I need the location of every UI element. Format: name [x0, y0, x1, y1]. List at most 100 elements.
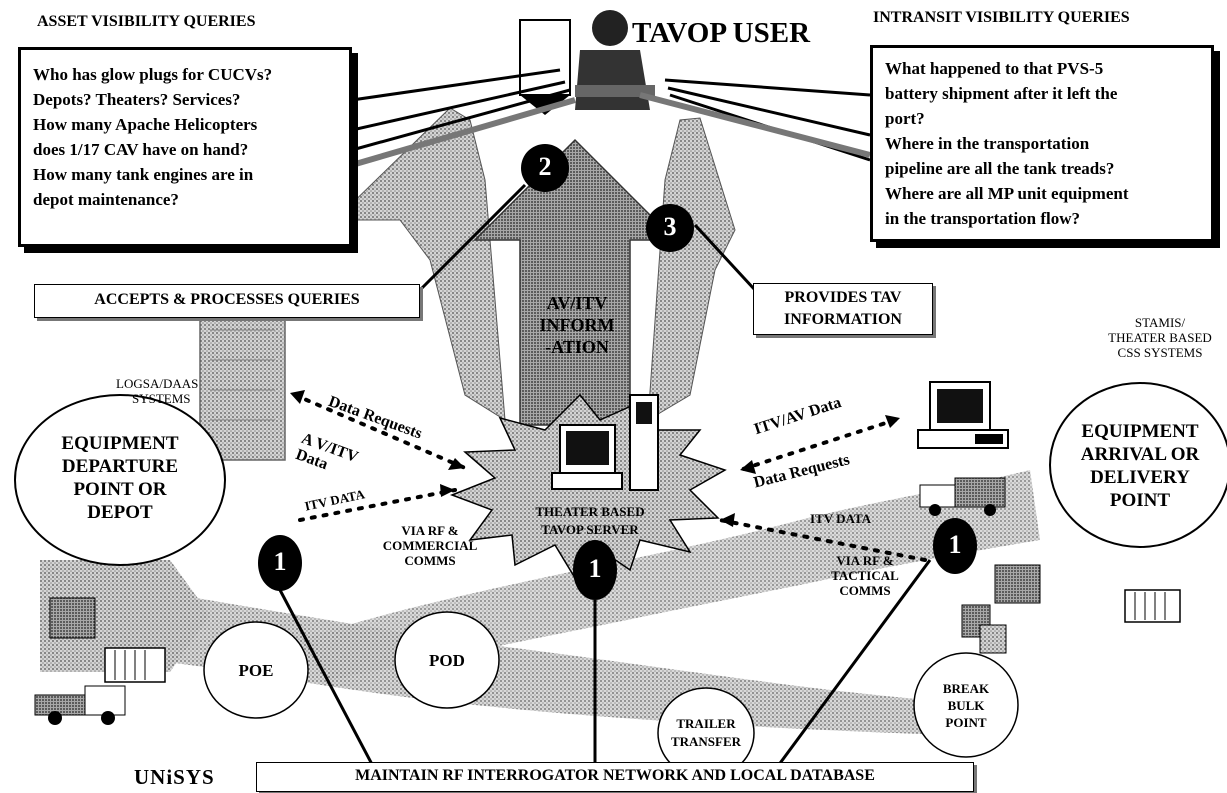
break-bulk-label: BREAK BULK POINT — [921, 680, 1011, 731]
node-pod — [394, 611, 500, 709]
leader-1c — [773, 559, 932, 771]
poe-label: POE — [238, 661, 274, 680]
user-fan-left — [351, 68, 571, 152]
leader-3 — [693, 223, 757, 292]
truck-departure — [34, 685, 126, 725]
intransit-query-line: in the transportation flow? — [885, 209, 1081, 228]
stamis-label: STAMIS/ THEATER BASED CSS SYSTEMS — [1100, 315, 1220, 360]
intransit-query-line: battery shipment after it left the — [885, 84, 1118, 103]
leader-2 — [418, 183, 527, 292]
arrow-text-line: AV/ITV — [546, 293, 608, 313]
marker-1-label: 1 — [273, 547, 287, 576]
provides-info-callout: PROVIDES TAV INFORMATION — [753, 283, 933, 335]
intransit-visibility-title: INTRANSIT VISIBILITY QUERIES — [873, 9, 1130, 26]
truck-arrival — [919, 477, 1006, 516]
trailer-line: TRAILER — [676, 716, 736, 731]
marker-2 — [521, 144, 569, 192]
via-rf-left-label: VIA RF & COMMERCIAL COMMS — [375, 523, 485, 568]
leader-1a — [278, 589, 377, 771]
asset-query-line: does 1/17 CAV have on hand? — [33, 140, 249, 159]
trailer-line: TRANSFER — [670, 734, 742, 749]
server-label: THEATER BASED TAVOP SERVER — [490, 503, 690, 539]
server-label-line: TAVOP SERVER — [541, 522, 639, 537]
departure-line: POINT OR — [73, 479, 167, 500]
intransit-query-line: Where are all MP unit equipment — [885, 184, 1129, 203]
via-rf-right-label: VIA RF & TACTICAL COMMS — [815, 553, 915, 598]
departure-label: EQUIPMENT DEPARTURE POINT OR DEPOT — [30, 432, 210, 524]
marker-1-left — [258, 535, 302, 591]
arrival-label: EQUIPMENT ARRIVAL OR DELIVERY POINT — [1055, 420, 1225, 512]
stamis-label-line: CSS SYSTEMS — [1117, 345, 1203, 360]
asset-query-line: Who has glow plugs for CUCVs? — [33, 65, 273, 84]
server-label-line: THEATER BASED — [535, 504, 645, 519]
av-itv-arrow-label: AV/ITV INFORM -ATION — [521, 292, 633, 358]
via-rf-line: VIA RF & — [401, 523, 459, 538]
marker-3-label: 3 — [663, 212, 677, 241]
tavop-user-title: TAVOP USER — [632, 17, 811, 49]
node-departure — [14, 394, 226, 566]
asset-query-line: Depots? Theaters? Services? — [33, 90, 241, 109]
node-poe — [203, 621, 309, 719]
intransit-query-line: Where in the transportation — [885, 134, 1090, 153]
query-arrow-right — [647, 117, 736, 421]
intransit-queries-box: What happened to that PVS-5 battery ship… — [870, 45, 1214, 242]
logsa-cabinet — [199, 299, 286, 461]
departure-line: DEPOT — [87, 502, 153, 523]
break-bulk-line: POINT — [945, 715, 987, 730]
logsa-label-line: SYSTEMS — [132, 391, 191, 406]
flow-itv-right — [718, 518, 927, 562]
via-rf-line: COMMS — [404, 553, 456, 568]
pallet-departure — [49, 597, 96, 639]
flow-itv-left — [298, 488, 457, 522]
arrow-text-line: INFORM — [539, 315, 615, 335]
intransit-query-line: What happened to that PVS-5 — [885, 59, 1104, 78]
intransit-query-line: pipeline are all the tank treads? — [885, 159, 1115, 178]
unisys-logo: UNiSYS — [134, 765, 215, 789]
logsa-label-line: LOGSA/DAAS — [116, 376, 199, 391]
asset-query-line: depot maintenance? — [33, 190, 179, 209]
arrow-text-line: -ATION — [545, 337, 609, 357]
via-rf-line: TACTICAL — [831, 568, 899, 583]
break-bulk-line: BULK — [947, 698, 985, 713]
marker-1-right — [933, 518, 977, 574]
query-arrow-left — [333, 107, 506, 421]
accepts-queries-callout: ACCEPTS & PROCESSES QUERIES — [34, 284, 420, 318]
node-arrival — [1049, 382, 1227, 548]
maintain-network-callout: MAINTAIN RF INTERROGATOR NETWORK AND LOC… — [256, 762, 974, 792]
marker-2-label: 2 — [538, 152, 552, 181]
user-figure — [592, 10, 628, 46]
asset-query-line: How many Apache Helicopters — [33, 115, 258, 134]
asset-queries-box: Who has glow plugs for CUCVs? Depots? Th… — [18, 47, 352, 247]
marker-1-center — [573, 540, 617, 600]
via-rf-line: COMMS — [839, 583, 891, 598]
asset-query-line: How many tank engines are in — [33, 165, 254, 184]
departure-line: DEPARTURE — [61, 456, 179, 477]
container-departure — [104, 647, 166, 683]
boxes-break-bulk — [961, 564, 1041, 654]
via-rf-line: VIA RF & — [836, 553, 894, 568]
stamis-label-line: THEATER BASED — [1108, 330, 1212, 345]
marker-1-label: 1 — [948, 530, 962, 559]
flow-stamis — [738, 418, 897, 472]
arrival-line: EQUIPMENT — [1081, 421, 1199, 442]
logsa-label: LOGSA/DAAS SYSTEMS — [116, 376, 236, 406]
trailer-transfer-label: TRAILER TRANSFER — [661, 715, 751, 751]
marker-3 — [646, 204, 694, 252]
provides-line: PROVIDES TAV — [784, 289, 902, 306]
pipeline-arrowhead-left — [40, 560, 210, 672]
info-arrow-up — [473, 138, 677, 426]
departure-line: EQUIPMENT — [61, 433, 179, 454]
pod-label: POD — [429, 651, 465, 670]
break-bulk-line: BREAK — [942, 681, 990, 696]
flow-logsa — [293, 393, 467, 470]
via-rf-line: COMMERCIAL — [382, 538, 478, 553]
node-break-bulk — [913, 652, 1019, 758]
arrival-line: DELIVERY — [1090, 467, 1190, 488]
itv-data-right-label: ITV DATA — [810, 511, 872, 526]
asset-visibility-title: ASSET VISIBILITY QUERIES — [37, 13, 256, 30]
container-arrival — [1124, 589, 1181, 623]
stamis-label-line: STAMIS/ — [1134, 315, 1186, 330]
arrival-line: POINT — [1109, 490, 1171, 511]
marker-1-label: 1 — [588, 554, 602, 583]
